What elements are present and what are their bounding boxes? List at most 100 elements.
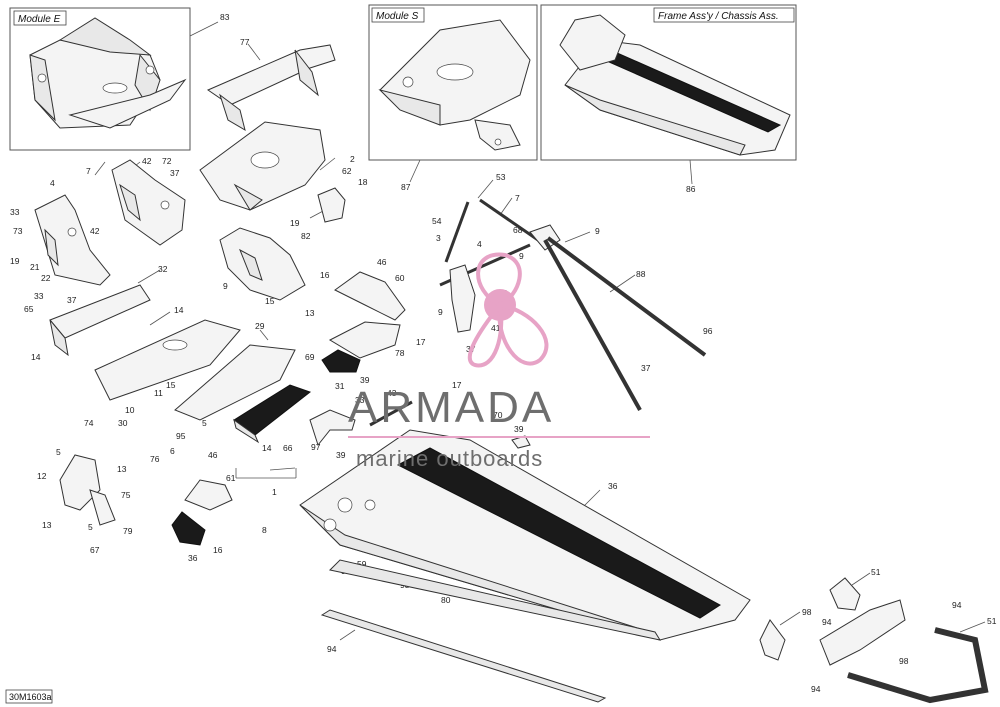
rod-68 [543,236,707,411]
callout-number: 80 [441,595,451,605]
module-e-inset: Module E [9,7,191,151]
module-e-label: Module E [18,14,61,25]
callout-number: 94 [952,600,962,610]
callout-number: 94 [811,684,821,694]
callout-number: 51 [871,567,881,577]
callout-number: 12 [37,471,47,481]
upper-frame-plate [199,121,326,211]
callout-number: 94 [822,617,832,627]
watermark-brand: ARMADA [348,383,554,432]
callout-number: 30 [118,418,128,428]
callout-number: 78 [395,348,405,358]
callout-number: 2 [350,154,355,164]
reference-code-box: 30M1603a [5,689,53,704]
callout-number: 9 [438,307,443,317]
footrest-46 [184,479,233,511]
callout-number: 73 [13,226,23,236]
callout-number: 5 [202,418,207,428]
callout-number: 9 [223,281,228,291]
callout-number: 36 [608,481,618,491]
callout-number: 76 [150,454,160,464]
callout-number: 33 [34,291,44,301]
callout-number: 75 [121,490,131,500]
callout-number: 70 [493,410,503,420]
callout-number: 67 [90,545,100,555]
callout-number: 16 [320,270,330,280]
reference-code: 30M1603a [9,692,52,702]
callout-number: 96 [703,326,713,336]
right-bracket-72 [111,159,186,246]
callout-number: 65 [24,304,34,314]
callout-number: 31 [335,381,345,391]
callout-number: 77 [240,37,250,47]
heat-exchanger-67 [233,384,312,444]
footrest-60 [321,349,361,373]
frame-label: Frame Ass'y / Chassis Ass. [658,11,779,22]
callout-number: 42 [142,156,152,166]
callout-number: 41 [491,323,501,333]
callout-number: 61 [226,473,236,483]
callout-number: 54 [432,216,442,226]
bumper-51 [847,627,989,704]
frame-assy-inset: Frame Ass'y / Chassis Ass. [540,4,797,161]
callout-number: 19 [10,256,20,266]
propeller-logo [467,252,549,368]
rod-53-right [479,198,539,242]
footrest-61 [171,511,206,546]
bracket-88 [449,264,476,333]
callout-number: 43 [387,388,397,398]
rail-59 [320,609,607,703]
left-bracket-73 [34,194,111,286]
callout-number: 7 [86,166,91,176]
module-s-label: Module S [376,11,419,22]
callout-number: 22 [41,273,51,283]
callout-number: 13 [117,464,127,474]
callout-number: 39 [336,450,346,460]
rod-53-left [444,201,470,263]
bracket-74 [59,454,116,526]
callout-number: 83 [220,12,230,22]
floor-plate-15 [94,319,241,401]
callout-number: 32 [158,264,168,274]
callout-leaders [94,21,986,641]
callout-number: 15 [265,296,275,306]
callout-number: 33 [10,207,20,217]
callout-number: 17 [416,337,426,347]
bracket-78 [309,409,356,447]
callout-number: 9 [595,226,600,236]
callout-number: 13 [42,520,52,530]
callout-number: 19 [290,218,300,228]
callout-number: 59 [357,559,367,569]
callout-number: 4 [50,178,55,188]
watermark: ARMADA marine outboards [348,252,650,471]
bracket-92 [829,577,861,611]
callout-number: 39 [360,375,370,385]
watermark-tagline: marine outboards [356,446,543,471]
callout-number: 14 [174,305,184,315]
callout-number: 10 [125,405,135,415]
tunnel-plate-14 [174,344,296,421]
callout-numbers: 83 77 87 86 4 7 42 72 37 2 62 18 33 73 4… [10,12,997,694]
crossbar-77 [206,44,336,132]
callout-number: 51 [987,616,997,626]
callout-number: 9 [519,251,524,261]
bracket-80 [819,599,906,666]
tunnel-70 [299,429,751,641]
crossmember-65 [49,284,151,357]
callout-number: 5 [56,447,61,457]
callout-number: 72 [162,156,172,166]
callout-number: 98 [899,656,909,666]
callout-number: 7 [515,193,520,203]
callout-number: 33 [355,395,365,405]
callout-number: 88 [636,269,646,279]
callout-number: 74 [84,418,94,428]
module-s-inset: Module S [368,4,538,161]
bracket-93 [759,619,786,661]
callout-number: 87 [401,182,411,192]
bracket-82 [219,227,306,301]
callout-number: 98 [802,607,812,617]
callout-number: 37 [641,363,651,373]
callout-number: 17 [452,380,462,390]
callout-number: 15 [166,380,176,390]
